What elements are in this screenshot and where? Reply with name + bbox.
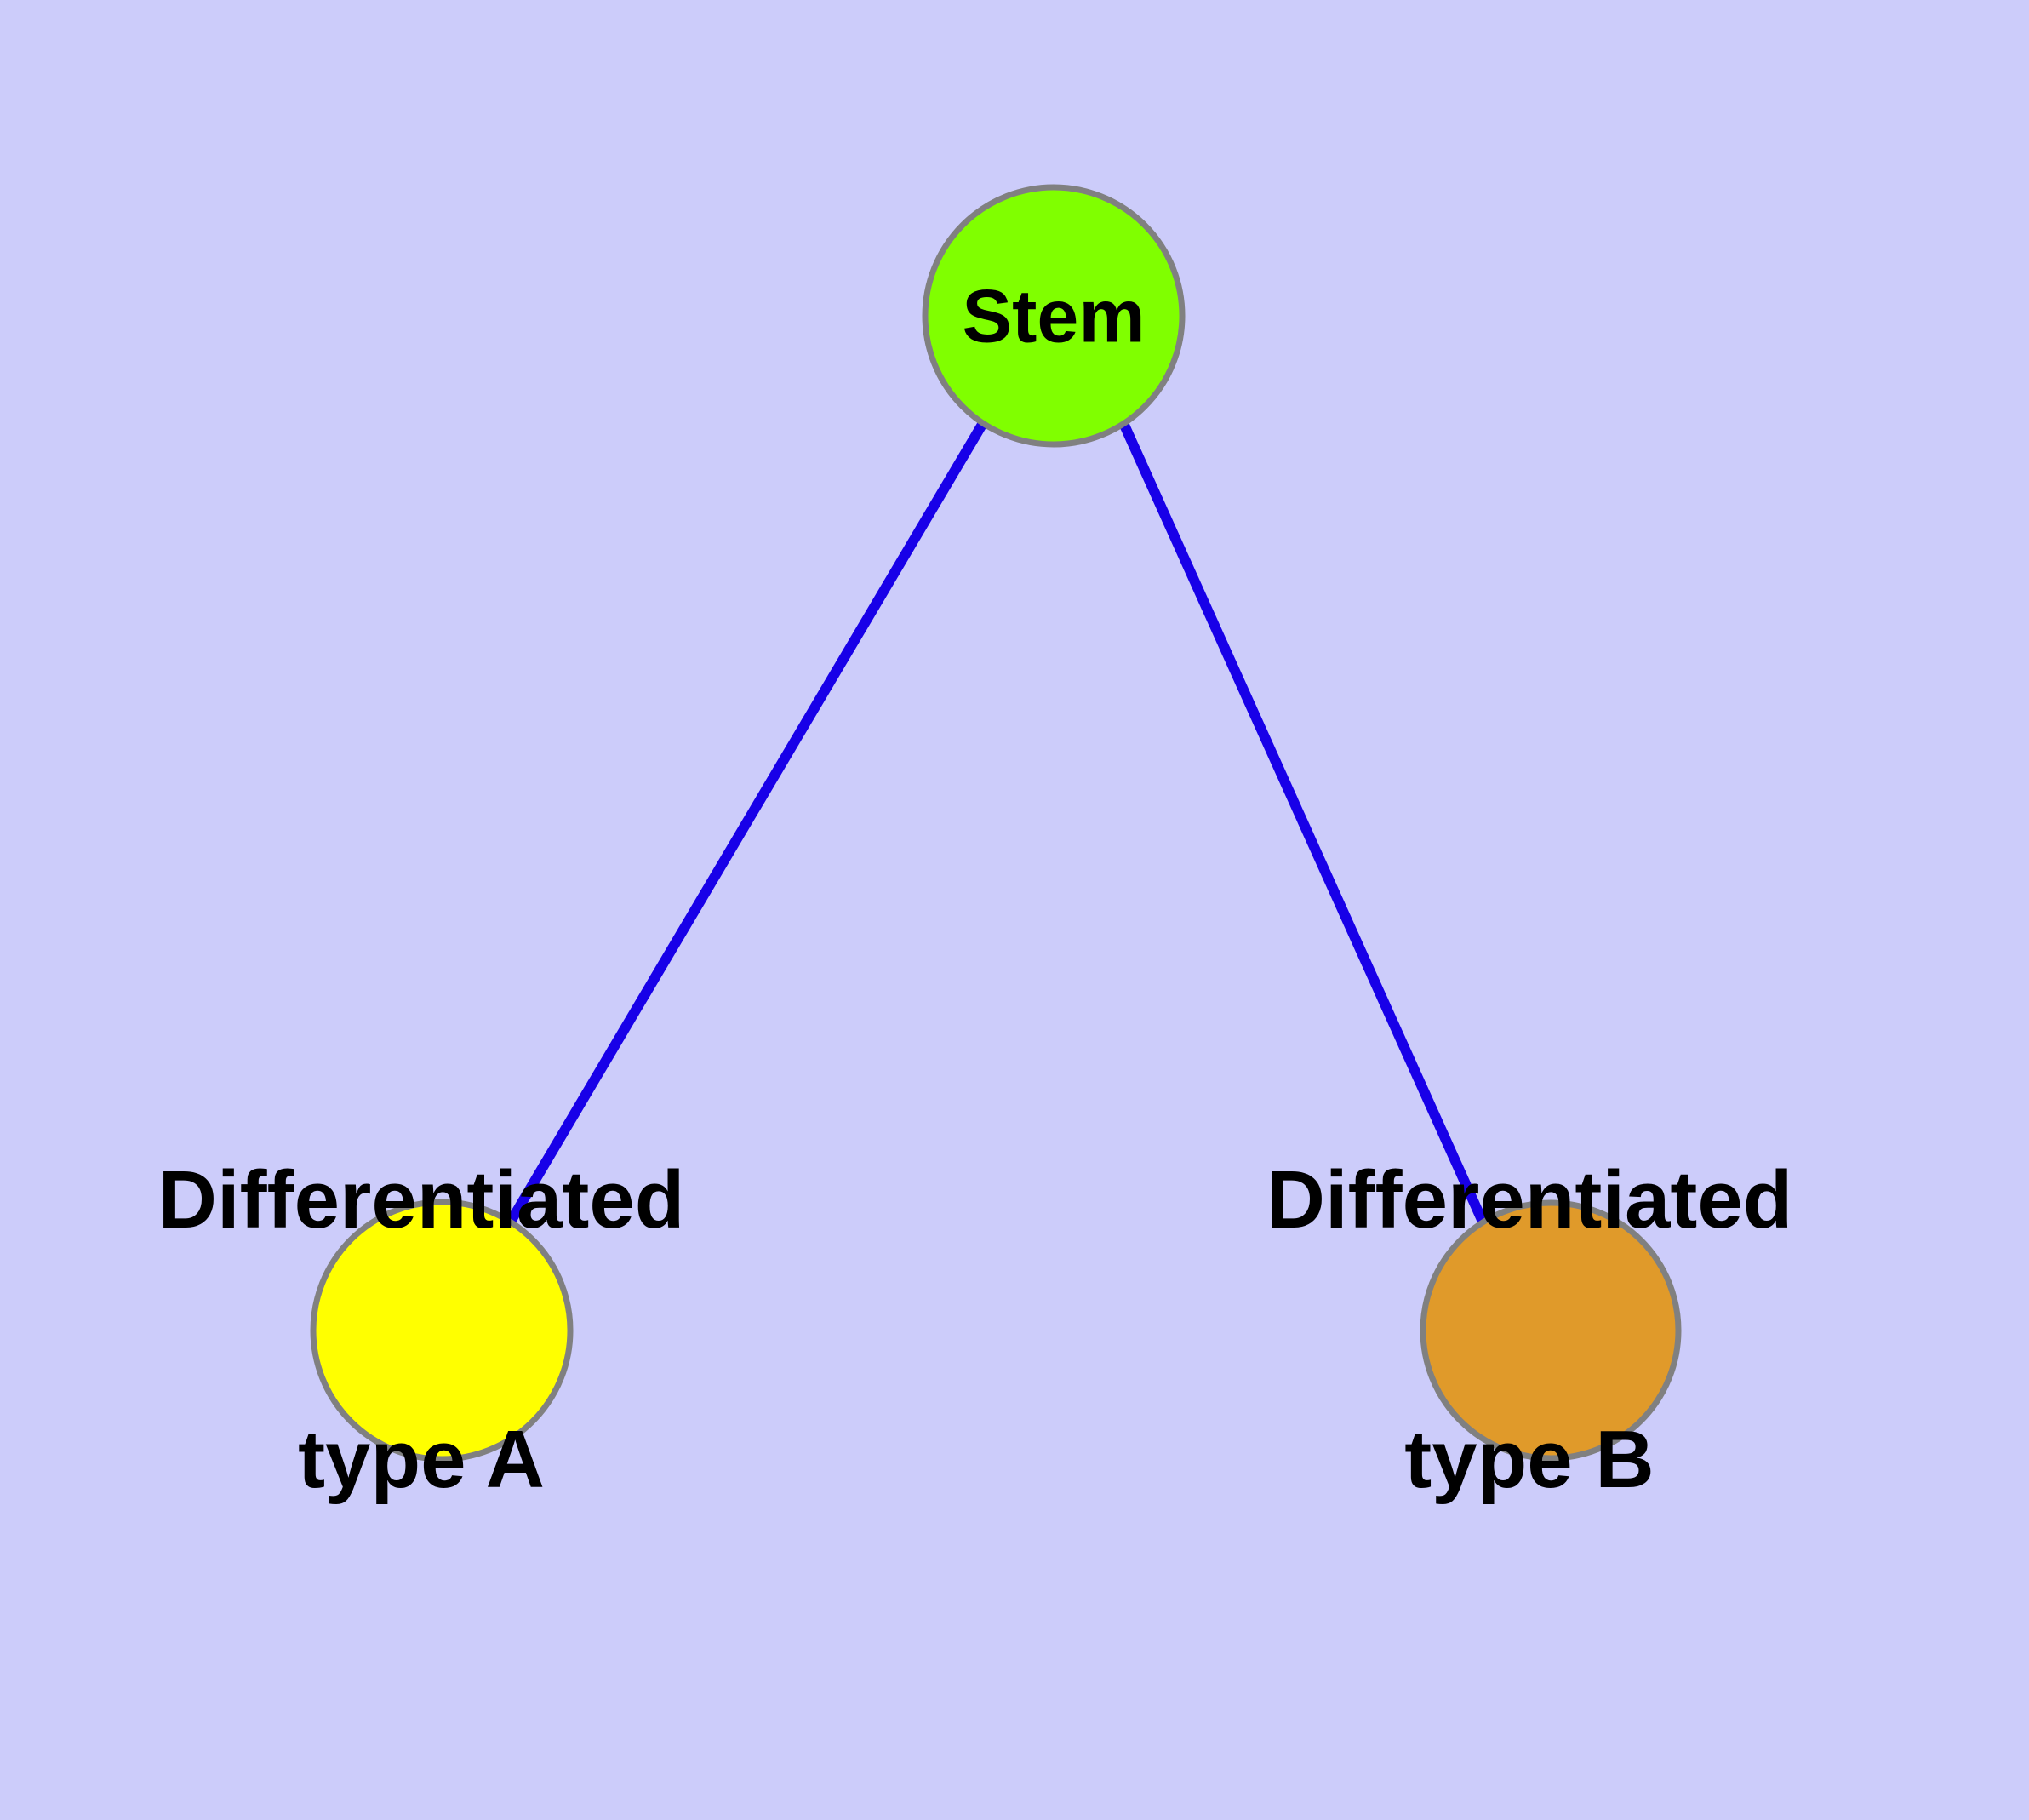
- node-stem-circle[interactable]: [922, 184, 1186, 448]
- node-differentiated-type-a-circle[interactable]: [310, 1199, 574, 1462]
- node-differentiated-type-b-circle[interactable]: [1420, 1199, 1682, 1462]
- edge-stem-to-differentiated-a[interactable]: [506, 420, 988, 1225]
- edge-stem-to-differentiated-b[interactable]: [1118, 421, 1488, 1224]
